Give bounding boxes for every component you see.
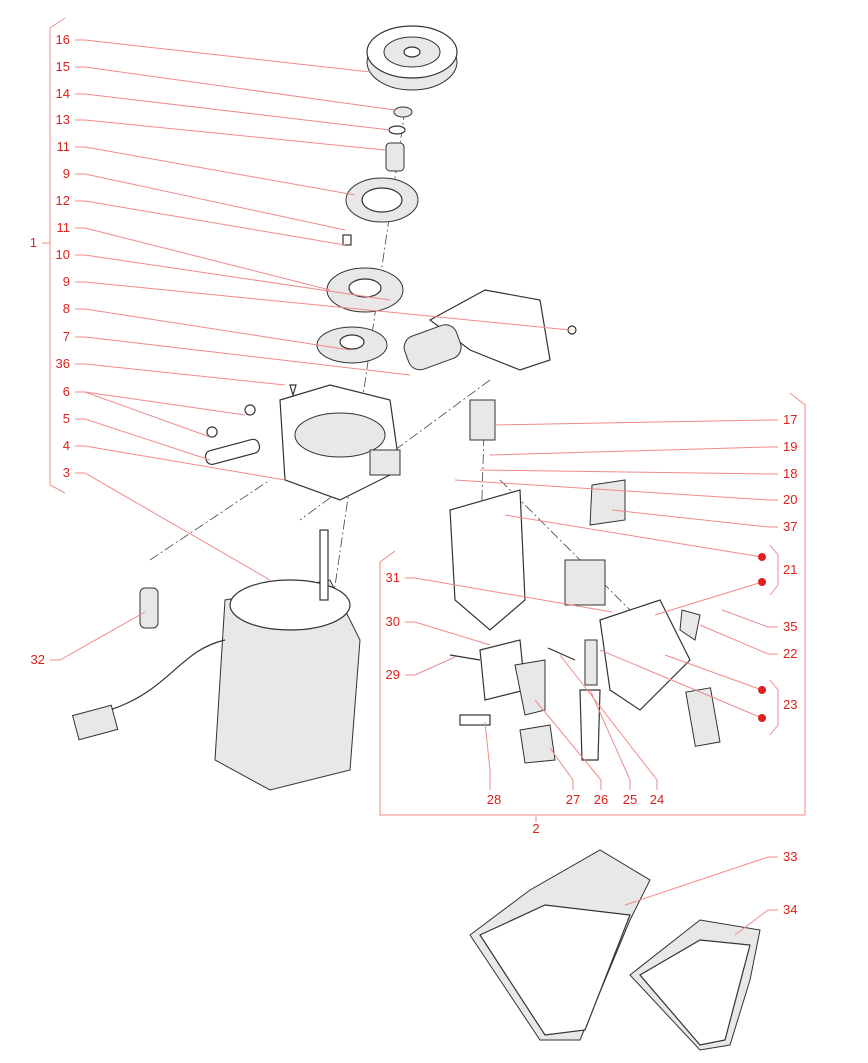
leader-line-12 <box>75 200 346 246</box>
leader-line-20 <box>454 479 778 501</box>
part-label-12: 12 <box>56 193 70 208</box>
leader-line-19 <box>489 446 778 456</box>
part-label-34: 34 <box>783 902 797 917</box>
leader-line-17 <box>494 419 778 426</box>
leader-line-14 <box>75 93 391 131</box>
leader-line-35 <box>721 609 778 628</box>
callout-bullet-21 <box>758 578 766 586</box>
leader-line-4 <box>75 445 286 481</box>
part-label-28: 28 <box>487 792 501 807</box>
leader-line-11 <box>75 227 331 291</box>
leader-line-7 <box>75 336 411 376</box>
part-label-5: 5 <box>63 411 70 426</box>
part-label-7: 7 <box>63 329 70 344</box>
part-label-22: 22 <box>783 646 797 661</box>
leader-line-15 <box>75 66 396 111</box>
leader-line-21 <box>654 581 763 616</box>
leader-line-22 <box>699 624 778 655</box>
callout-bullet-23 <box>758 686 766 694</box>
callout-bullet-23 <box>758 714 766 722</box>
leader-line-16 <box>75 39 371 73</box>
grinder-wheel-part <box>366 25 458 91</box>
part-label-13: 13 <box>56 112 70 127</box>
burr-cone-part <box>316 267 404 364</box>
part-label-9: 9 <box>63 274 70 289</box>
leader-line-18 <box>479 469 778 475</box>
leader-line-11 <box>75 146 356 196</box>
part-label-11: 11 <box>57 220 71 235</box>
part-label-25: 25 <box>623 792 637 807</box>
part-label-10: 10 <box>56 247 70 262</box>
leader-line-33 <box>624 856 778 906</box>
part-label-21: 21 <box>783 562 797 577</box>
part-label-8: 8 <box>63 301 70 316</box>
leader-line-5 <box>75 418 211 461</box>
part-label-19: 19 <box>783 439 797 454</box>
leader-line-29 <box>405 656 456 676</box>
doser-mechanism-part <box>449 639 601 764</box>
part-label-15: 15 <box>56 59 70 74</box>
doser-frame-part <box>449 399 721 747</box>
part-label-1: 1 <box>30 235 37 250</box>
motor-part <box>71 529 361 791</box>
part-label-4: 4 <box>63 438 70 453</box>
leader-line-31 <box>405 577 613 613</box>
gear-motor-bracket-part <box>403 289 577 371</box>
hopper-funnel-33-part <box>469 849 651 1041</box>
leader-line-32 <box>50 611 146 661</box>
leader-line-36 <box>75 363 286 386</box>
part-label-37: 37 <box>783 519 797 534</box>
leader-line-9 <box>75 173 346 231</box>
leader-line-27 <box>549 747 574 790</box>
burr-ring-part <box>342 177 419 246</box>
leader-line-8 <box>75 308 351 351</box>
leader-line-13 <box>75 119 386 151</box>
parts-drawings <box>71 25 761 1051</box>
leader-line-21 <box>504 514 763 558</box>
leader-line-24 <box>559 654 658 790</box>
part-label-23: 23 <box>783 697 797 712</box>
callout-bullet-21 <box>758 553 766 561</box>
group-brackets <box>42 17 806 822</box>
part-label-6: 6 <box>63 384 70 399</box>
leader-line-9 <box>75 281 571 331</box>
leader-line-26 <box>534 699 602 790</box>
part-label-36: 36 <box>56 356 70 371</box>
part-label-29: 29 <box>386 667 400 682</box>
leader-line-3 <box>75 472 271 581</box>
part-label-11: 11 <box>57 139 71 154</box>
part-label-20: 20 <box>783 492 797 507</box>
part-label-32: 32 <box>31 652 45 667</box>
leader-line-34 <box>734 909 778 936</box>
leader-line-28 <box>484 721 491 790</box>
leader-line-25 <box>589 689 631 790</box>
leader-line-6 <box>84 391 211 438</box>
part-label-14: 14 <box>56 86 70 101</box>
washers-spring-part <box>385 106 413 172</box>
part-label-27: 27 <box>566 792 580 807</box>
part-label-26: 26 <box>594 792 608 807</box>
leader-line-23 <box>664 654 763 691</box>
leader-line-37 <box>611 509 778 528</box>
leader-lines <box>50 39 778 936</box>
part-label-17: 17 <box>783 412 797 427</box>
part-label-18: 18 <box>783 466 797 481</box>
hopper-funnel-34-part <box>629 919 761 1051</box>
part-label-33: 33 <box>783 849 797 864</box>
leader-line-10 <box>75 254 391 301</box>
part-label-31: 31 <box>386 570 400 585</box>
part-number-labels: 1615141311912111098736654332171918203721… <box>30 32 798 917</box>
leader-line-6 <box>75 391 246 416</box>
part-label-3: 3 <box>63 465 70 480</box>
part-label-35: 35 <box>783 619 797 634</box>
part-label-9: 9 <box>63 166 70 181</box>
part-label-16: 16 <box>56 32 70 47</box>
part-label-2: 2 <box>532 821 539 836</box>
part-label-30: 30 <box>386 614 400 629</box>
part-label-24: 24 <box>650 792 664 807</box>
grinder-housing-part <box>204 384 401 501</box>
leader-line-30 <box>405 621 491 646</box>
leader-line-23 <box>599 649 763 719</box>
